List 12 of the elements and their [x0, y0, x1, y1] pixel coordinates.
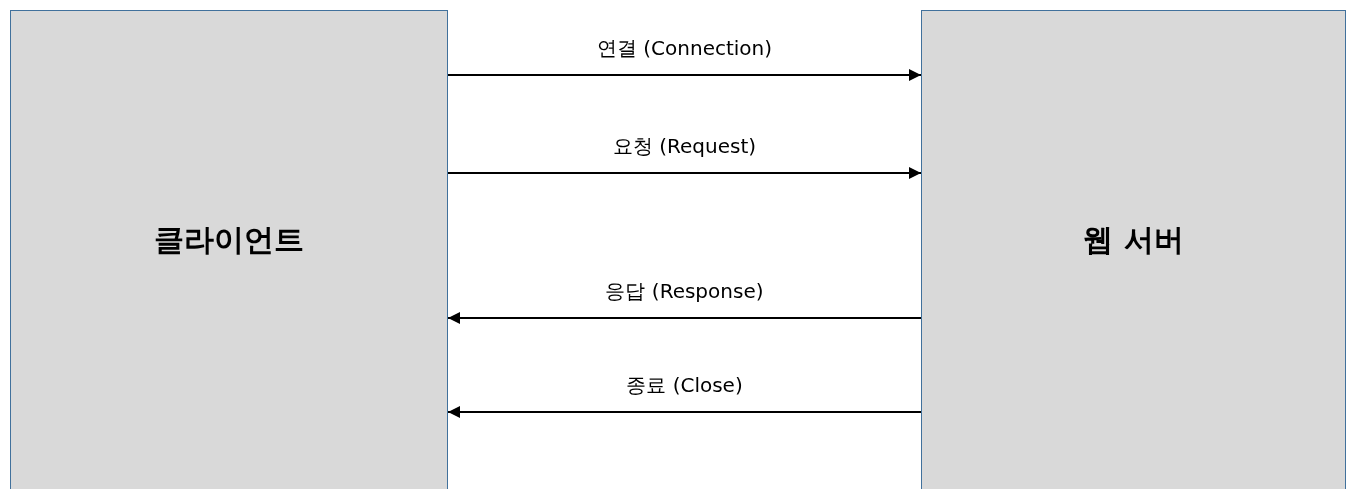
node-title: 웹 서버 — [1083, 220, 1184, 259]
edge-label: 연결 (Connection) — [596, 35, 773, 62]
box — [921, 10, 1346, 489]
edge-label: 종료 (Close) — [626, 372, 743, 399]
arrow — [447, 312, 922, 324]
node-title: 클라이언트 — [154, 220, 304, 259]
arrow — [447, 406, 922, 418]
box — [10, 10, 448, 489]
arrow — [447, 69, 922, 81]
edge-label: 요청 (Request) — [612, 133, 757, 160]
edge-label: 응답 (Response) — [605, 278, 764, 305]
arrow — [447, 167, 922, 179]
